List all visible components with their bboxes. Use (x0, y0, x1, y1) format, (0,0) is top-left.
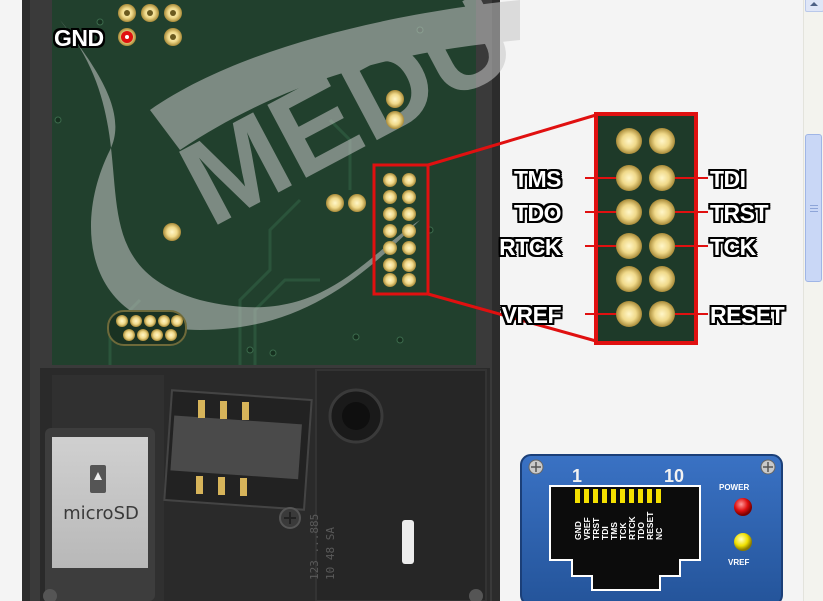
vertical-scrollbar[interactable] (803, 0, 823, 601)
vref-label: VREF (728, 558, 750, 567)
pin-label-tdo: TDO (513, 200, 562, 226)
jtag-adapter (520, 454, 783, 601)
pin-label-tdi: TDI (710, 166, 746, 192)
pin-label-vref: VREF (501, 302, 562, 328)
pin-label-tck: TCK (710, 234, 756, 260)
red-led-icon (734, 498, 752, 516)
adapter-pin-name: NC (654, 527, 664, 540)
svg-text:10 48 SA: 10 48 SA (324, 527, 337, 580)
svg-text:123 ...885: 123 ...885 (308, 514, 321, 580)
pin-label-trst: TRST (710, 200, 769, 226)
phone-pcb-photo: MEDU (22, 0, 783, 601)
yellow-led-icon (734, 533, 752, 551)
microsd-label: microSD (63, 503, 139, 524)
gnd-label: GND (54, 25, 104, 51)
adapter-pin-first: 1 (572, 466, 583, 486)
pin-label-reset: RESET (710, 302, 785, 328)
arrow-up-icon[interactable] (805, 0, 823, 12)
power-label: POWER (719, 483, 750, 492)
pin-label-tms: TMS (513, 166, 562, 192)
adapter-pin-last: 10 (664, 466, 685, 486)
scrollbar-thumb[interactable] (805, 134, 822, 282)
pin-label-rtck: RTCK (499, 234, 561, 260)
image-viewer: MEDU (0, 0, 803, 601)
